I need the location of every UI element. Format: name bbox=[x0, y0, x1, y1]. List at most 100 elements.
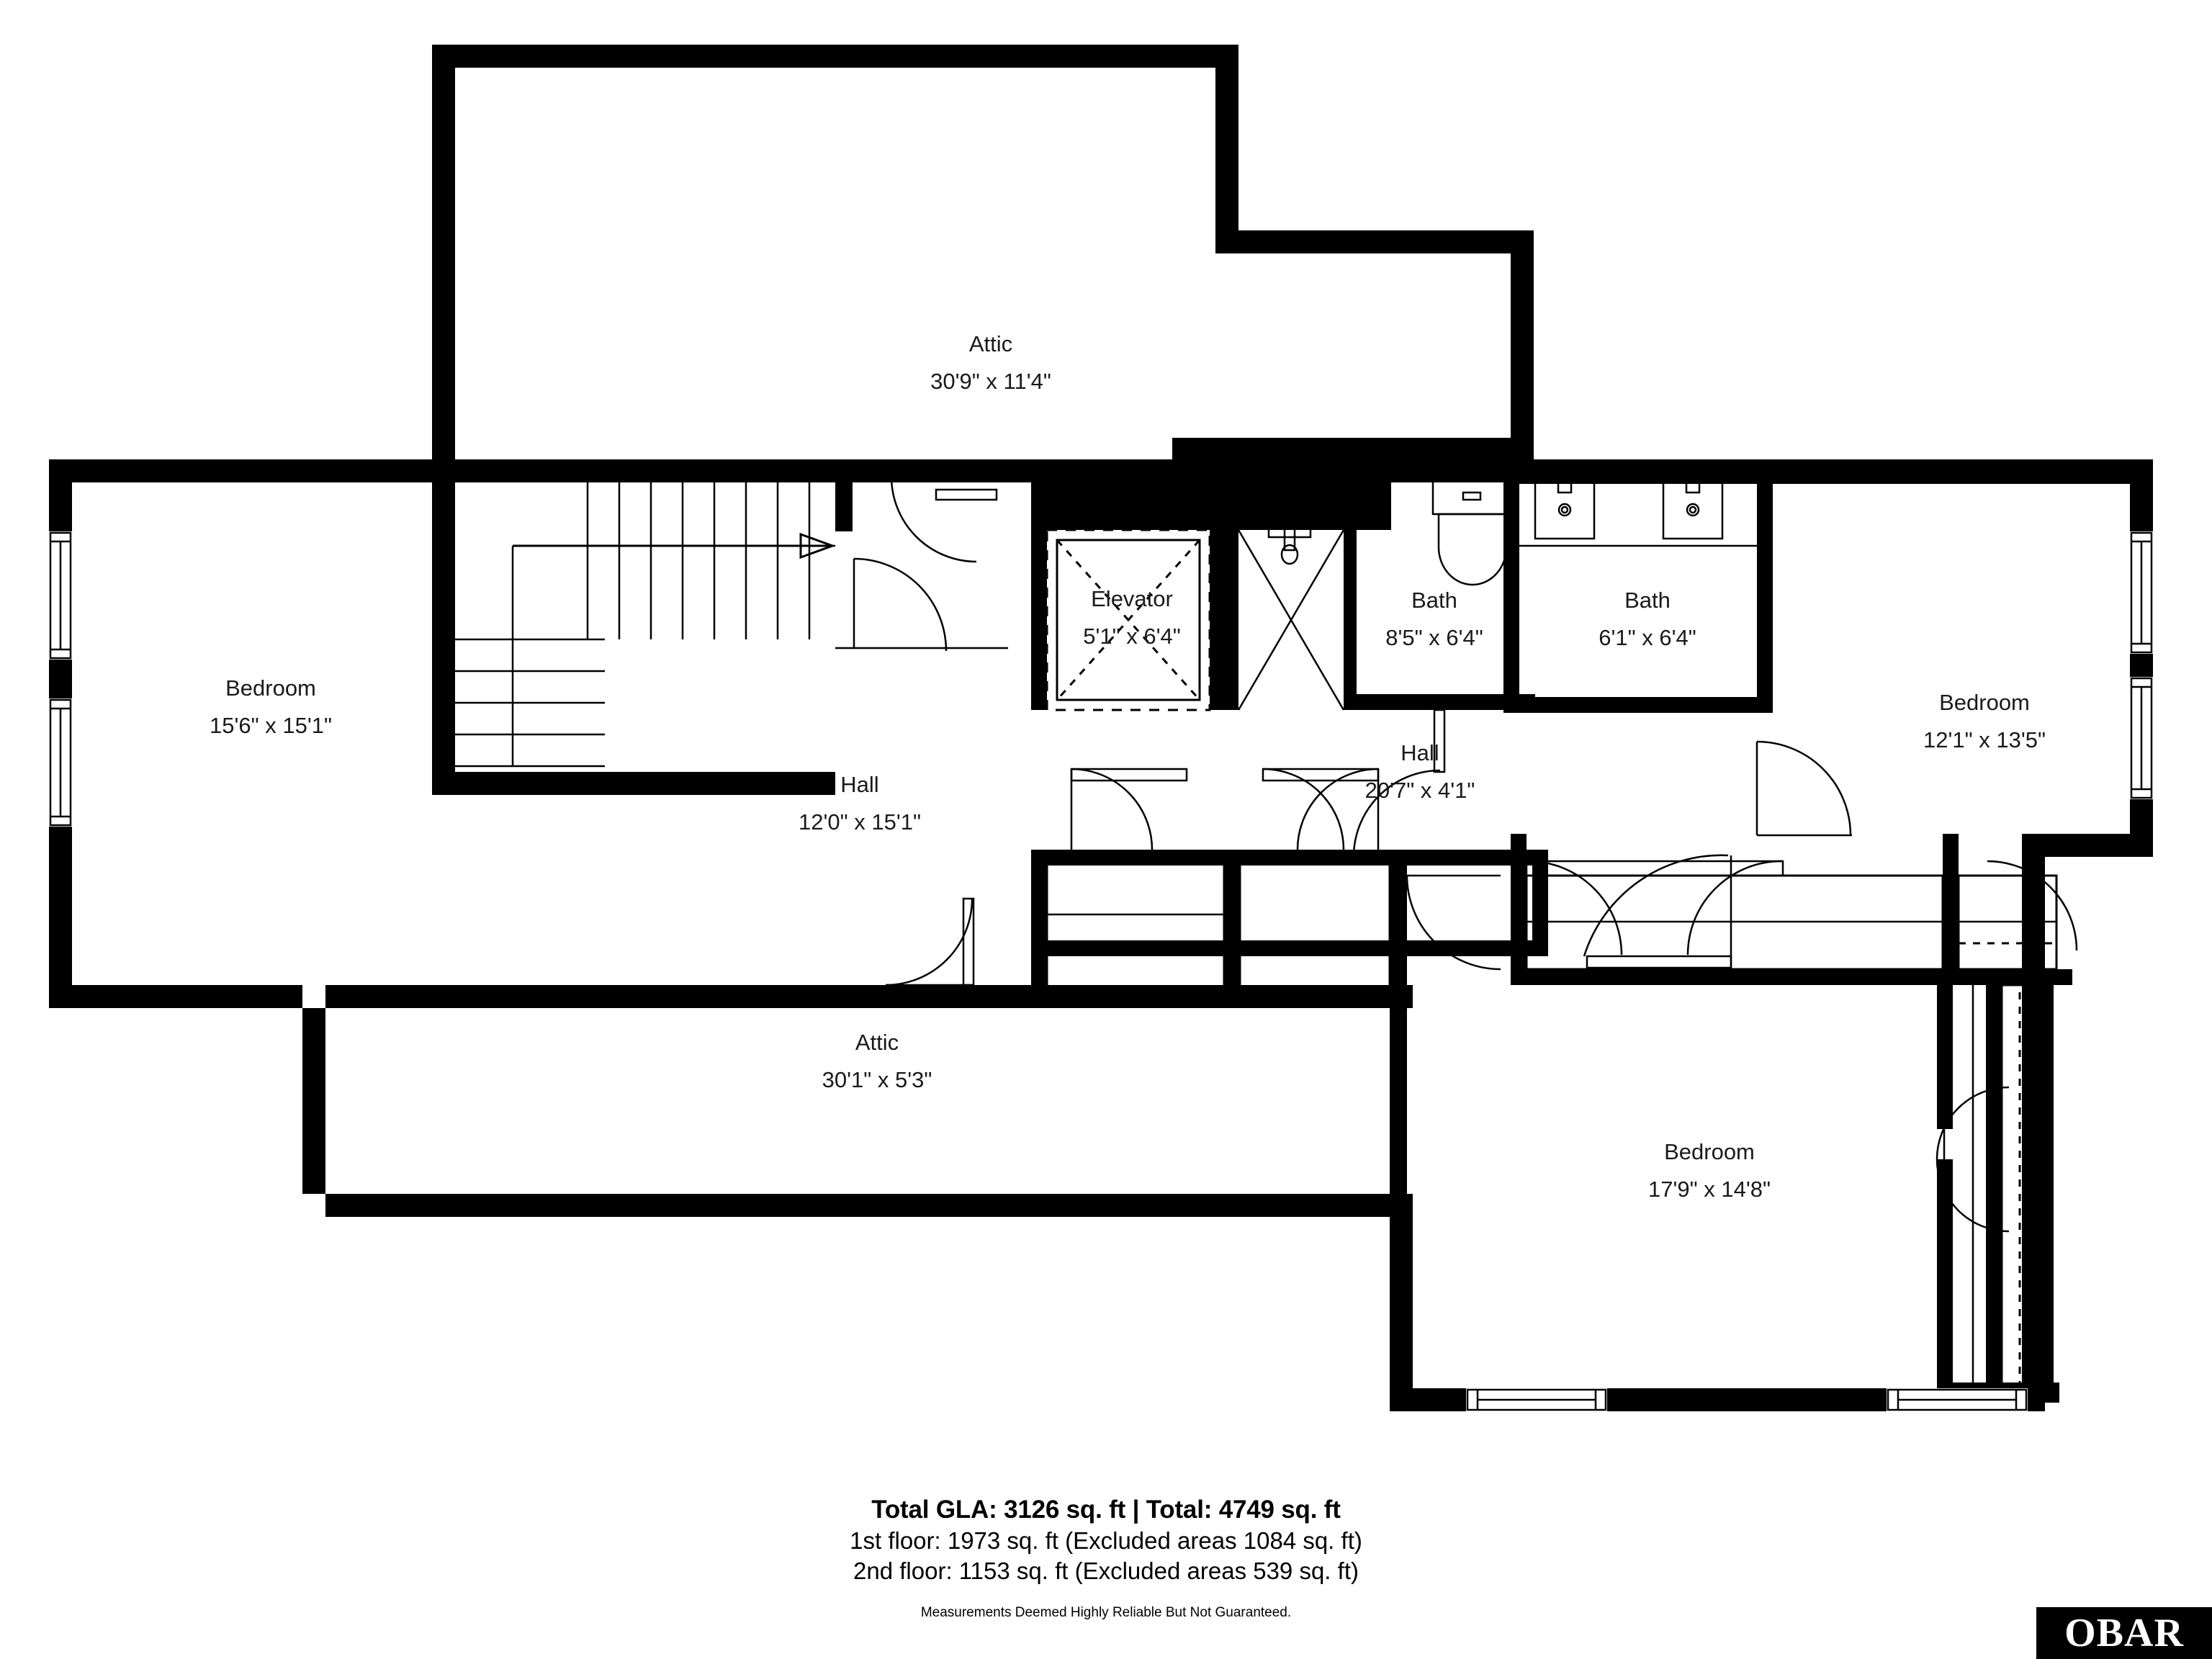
staircase[interactable] bbox=[455, 482, 836, 772]
room-name: Bedroom bbox=[1664, 1139, 1755, 1164]
closet-shelves bbox=[1046, 860, 2058, 1390]
label-bedroom-left: Bedroom 15'6" x 15'1" bbox=[210, 675, 332, 738]
elevator-shaft[interactable] bbox=[1046, 529, 1211, 711]
drain-inner-icon bbox=[1560, 505, 1569, 514]
total-gla-line: Total GLA: 3126 sq. ft | Total: 4749 sq.… bbox=[871, 1496, 1341, 1524]
wall-hall-left-stub bbox=[835, 459, 853, 531]
shower-head-icon bbox=[1280, 544, 1299, 565]
footer-summary: Total GLA: 3126 sq. ft | Total: 4749 sq.… bbox=[0, 1494, 2212, 1621]
closet-door-swing-icon[interactable] bbox=[1987, 860, 2078, 951]
label-hall-main: Hall 12'0" x 15'1" bbox=[799, 772, 921, 835]
second-floor-line: 2nd floor: 1153 sq. ft (Excluded areas 5… bbox=[853, 1557, 1359, 1584]
stair-field bbox=[455, 482, 835, 772]
faucet-icon bbox=[1557, 474, 1573, 494]
closet-box bbox=[1238, 860, 1391, 994]
window-frame-icon bbox=[1466, 1388, 1607, 1411]
wall-stair-bottom bbox=[432, 772, 835, 795]
shower-head-stem-icon bbox=[1283, 524, 1296, 552]
wall-attic-lower-top bbox=[325, 985, 1413, 1008]
wall-attic-upper bbox=[432, 45, 1534, 497]
door-swing-stair-icon[interactable] bbox=[890, 476, 977, 563]
room-name: Attic bbox=[969, 331, 1012, 356]
interior-fill-d bbox=[1413, 834, 2022, 1388]
room-dimensions: 17'9" x 14'8" bbox=[1648, 1177, 1771, 1202]
window-frame-icon bbox=[49, 531, 72, 660]
toilet-fixture bbox=[1431, 480, 1514, 586]
door-swing-chase-icon[interactable] bbox=[1936, 1159, 2010, 1233]
wall-corridor-bottom2 bbox=[1031, 940, 1548, 956]
wall-br-closet-bottom bbox=[1511, 969, 1957, 985]
label-bath-left: Bath 8'5" x 6'4" bbox=[1385, 588, 1483, 650]
obar-logo: OBAR bbox=[2036, 1607, 2212, 1659]
door-leaf-hall bbox=[935, 488, 998, 501]
wall-hall-top-a bbox=[835, 459, 1031, 482]
interior-fill-c bbox=[302, 985, 1413, 1194]
door-swing-bedroom-right-icon[interactable] bbox=[1756, 740, 1852, 836]
wall-closet-mid bbox=[1224, 850, 1240, 994]
label-elevator: Elevator 5'1" x 6'4" bbox=[1083, 586, 1181, 649]
room-name: Hall bbox=[840, 772, 878, 797]
sink-basin-icon bbox=[1534, 481, 1596, 540]
wall-elevator-right bbox=[1210, 530, 1226, 710]
window-frame-icon bbox=[49, 698, 72, 827]
first-floor-line: 1st floor: 1973 sq. ft (Excluded areas 1… bbox=[850, 1527, 1362, 1554]
door-swing-attic-lower-icon[interactable] bbox=[885, 898, 974, 986]
room-name: Bedroom bbox=[1939, 690, 2030, 715]
interior-fill-e bbox=[1511, 834, 2022, 863]
door-swing-chase-icon2[interactable] bbox=[1936, 1086, 2010, 1160]
interior-fill-b bbox=[1511, 484, 2130, 834]
label-hall-corridor: Hall 20'7" x 4'1" bbox=[1365, 740, 1475, 803]
label-bedroom-right: Bedroom 12'1" x 13'5" bbox=[1923, 690, 2046, 752]
closet-door-swing-icon[interactable] bbox=[1071, 768, 1154, 850]
room-name: Bath bbox=[1411, 588, 1457, 613]
wall-bedroom-right-south bbox=[1957, 969, 2072, 985]
elevator-cab bbox=[1056, 539, 1201, 701]
toilet-lever-icon bbox=[1462, 491, 1482, 501]
door-swing-hall-icon[interactable] bbox=[853, 557, 948, 652]
closet-door-swing-icon[interactable] bbox=[1527, 860, 1623, 956]
window-frame-icon bbox=[2130, 677, 2153, 799]
wall-bath-divider bbox=[1503, 482, 1519, 713]
wall-closet-right bbox=[1390, 850, 1407, 1217]
room-dimensions: 30'9" x 11'4" bbox=[930, 369, 1051, 394]
wall-bedroom-left-divider-bottom bbox=[432, 632, 455, 792]
elevator-diagonal bbox=[1056, 539, 1201, 701]
room-dimensions: 20'7" x 4'1" bbox=[1365, 778, 1475, 803]
window-frame-icon bbox=[2130, 531, 2153, 654]
room-labels-layer: Attic 30'9" x 11'4" Bedroom 15'6" x 15'1… bbox=[210, 331, 2046, 1202]
room-dimensions: 6'1" x 6'4" bbox=[1599, 625, 1696, 650]
room-dimensions: 8'5" x 6'4" bbox=[1385, 625, 1483, 650]
room-name: Elevator bbox=[1091, 586, 1173, 611]
door-leaf-stair bbox=[890, 465, 994, 478]
wall-br-closet-right bbox=[1943, 834, 1959, 985]
wall-br-closet-left bbox=[1511, 834, 1527, 985]
wall-bath-right-bottom bbox=[1519, 697, 1757, 713]
wall-bath-right-east bbox=[1757, 461, 1773, 713]
wall-chase-top bbox=[1986, 985, 2002, 1014]
attic-access-marker bbox=[583, 989, 601, 1004]
closet-door-swing-icon[interactable] bbox=[1296, 768, 1379, 850]
door-swing-bedroom-bottom-icon[interactable] bbox=[1406, 875, 1501, 971]
drain-icon bbox=[1557, 503, 1572, 517]
wall-shower-left bbox=[1226, 530, 1238, 710]
wall-elevator-header bbox=[1031, 459, 1391, 530]
room-name: Attic bbox=[855, 1030, 899, 1055]
label-bath-right: Bath 6'1" x 6'4" bbox=[1599, 588, 1696, 650]
wall-attic-lower-bottom bbox=[325, 1194, 1413, 1217]
label-attic-upper: Attic 30'9" x 11'4" bbox=[930, 331, 1051, 394]
wall-corridor-bottom bbox=[1031, 850, 1548, 866]
stair-direction-arrow-icon bbox=[799, 532, 836, 559]
closet-door-swing-icon[interactable] bbox=[1686, 860, 1782, 956]
door-swing-bath-right-icon[interactable] bbox=[1583, 854, 1729, 957]
room-dimensions: 5'1" x 6'4" bbox=[1083, 624, 1181, 649]
wall-hall-top-b bbox=[1391, 459, 1511, 482]
shower-cross bbox=[1237, 529, 1345, 711]
wall-chase-east bbox=[1986, 985, 2002, 1403]
vanity-sinks bbox=[1519, 474, 1757, 547]
wall-shower-right bbox=[1344, 530, 1357, 710]
wall-closet-left bbox=[1031, 850, 1047, 994]
wall-elevator-left bbox=[1031, 530, 1047, 710]
window-frame-icon bbox=[1887, 1388, 2028, 1411]
obar-logo-text: OBAR bbox=[2064, 1611, 2184, 1655]
